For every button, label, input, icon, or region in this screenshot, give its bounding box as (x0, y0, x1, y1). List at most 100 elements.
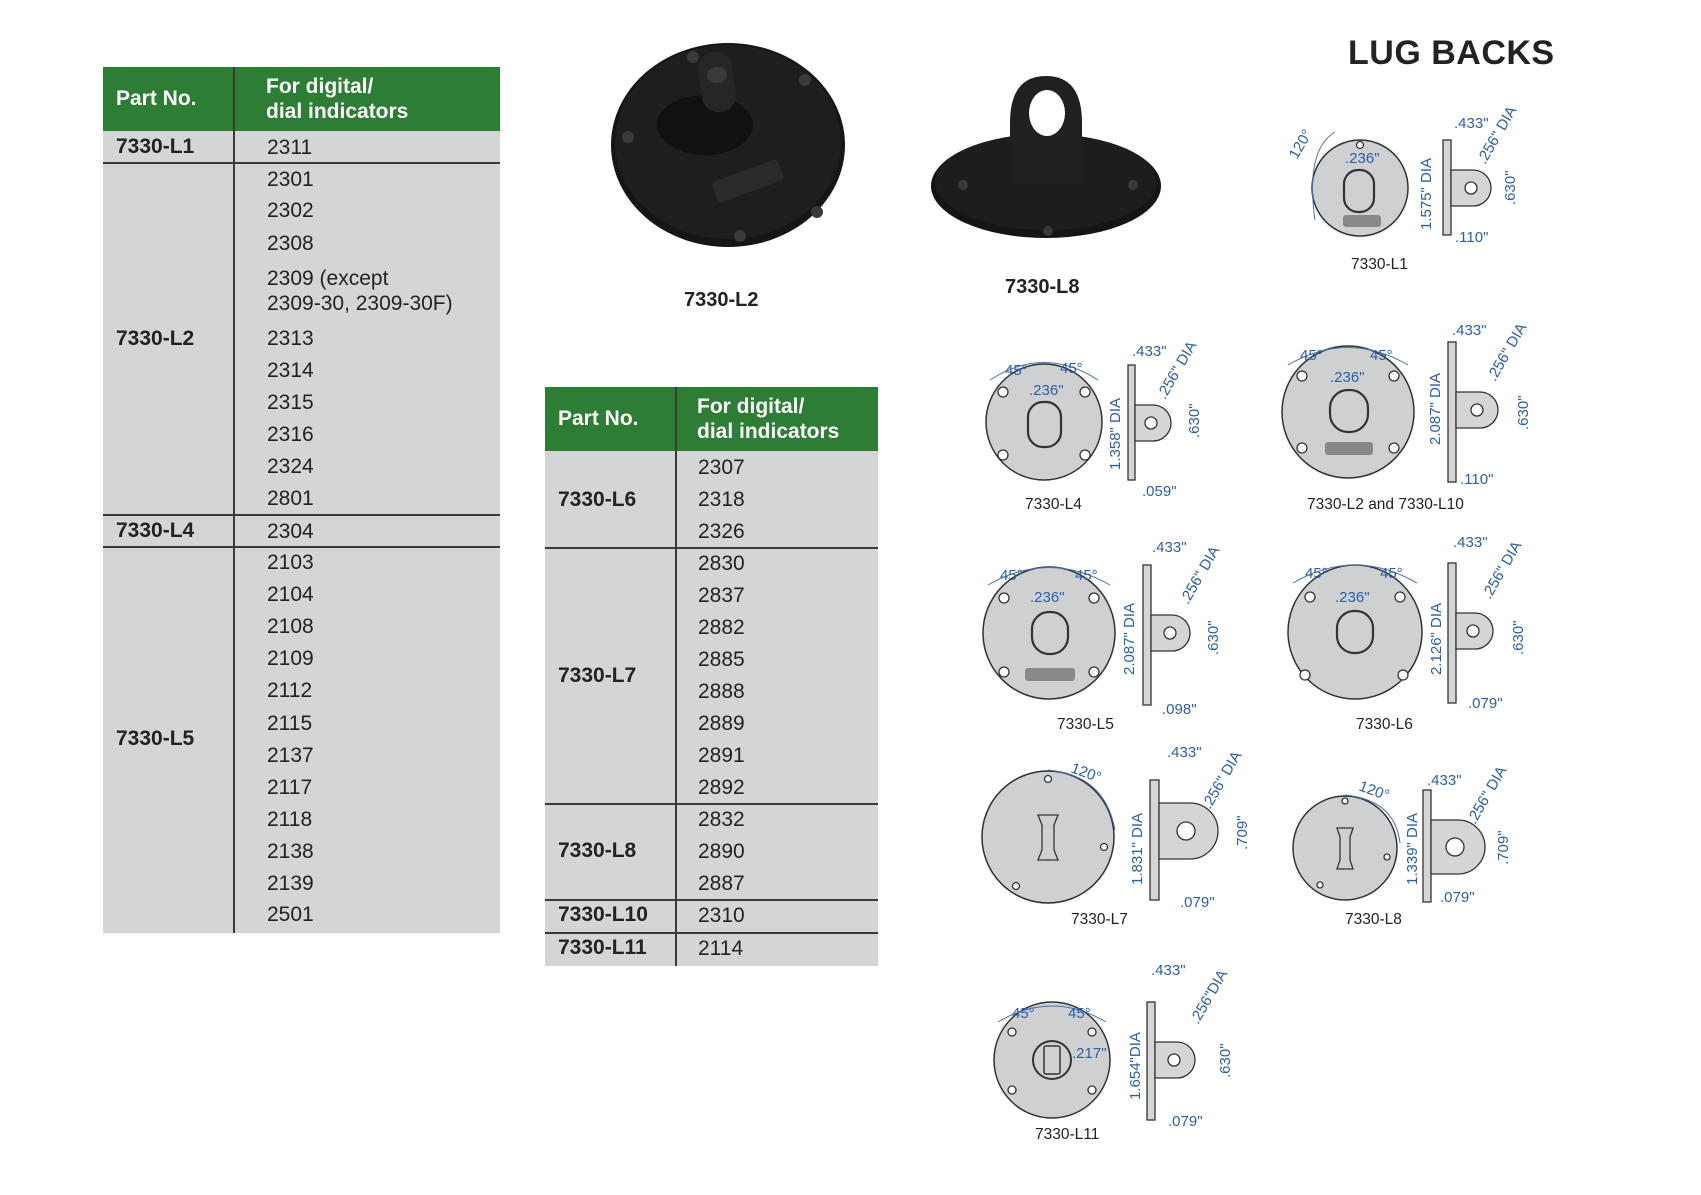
dim-height: .630" (1217, 1043, 1234, 1078)
drawing-7330-l1: 120° .236" 1.575" DIA .433" .256" DIA .6… (1286, 103, 1521, 246)
dim-hole: .256" DIA (1199, 748, 1246, 812)
dim-diameter: 1.339" DIA (1404, 813, 1421, 885)
indicator-number: 2103 (267, 551, 314, 574)
drawing-7330-l5: 45° 45° .236" 2.087" DIA .433" .256" DIA… (982, 539, 1223, 718)
drawing-caption: 7330-L8 (1345, 911, 1402, 928)
indicator-number: 2112 (267, 679, 313, 702)
dim-angle-1: 45° (1005, 362, 1028, 379)
dim-thickness: .079" (1468, 695, 1503, 712)
header-for: For digital/ dial indicators (697, 395, 840, 443)
indicator-number: 2139 (267, 872, 314, 895)
row-divider (545, 803, 878, 805)
indicator-number: 2888 (698, 680, 745, 703)
indicator-number: 2309 (except (267, 267, 389, 290)
row-divider (545, 932, 878, 934)
header-for: For digital/ dial indicators (266, 75, 409, 123)
dim-diameter: 2.087" DIA (1121, 603, 1138, 675)
part-number: 7330-L1 (116, 135, 195, 158)
drawing-caption: 7330-L7 (1071, 911, 1128, 928)
indicator-number: 2310 (698, 904, 745, 927)
indicator-number: 2885 (698, 648, 745, 671)
indicator-number: 2311 (267, 136, 313, 159)
dim-thickness: .110" (1455, 229, 1488, 246)
header-part-no: Part No. (558, 407, 639, 430)
part-number: 7330-L10 (558, 903, 648, 926)
indicator-number: 2302 (267, 199, 314, 222)
dim-width: .433" (1454, 115, 1489, 132)
drawing-caption: 7330-L4 (1025, 496, 1082, 513)
drawing-7330-l8: 120° 1.339" DIA .433" .256" DIA .709" .0… (1292, 763, 1512, 906)
indicator-number: 2889 (698, 712, 745, 735)
part-number: 7330-L4 (116, 519, 195, 542)
dim-width: .433" (1452, 322, 1487, 339)
indicator-number: 2308 (267, 232, 314, 255)
row-divider (103, 162, 500, 164)
dim-slot: .236" (1030, 589, 1065, 606)
dim-angle-1: 45° (1000, 567, 1023, 584)
indicator-number: 2801 (267, 487, 314, 510)
indicator-number: 2307 (698, 456, 745, 479)
indicator-number: 2114 (698, 937, 744, 960)
dim-slot: .236" (1330, 369, 1365, 386)
dim-angle: 120° (1286, 127, 1316, 162)
dim-angle-2: 45° (1060, 360, 1083, 377)
indicator-number: 2118 (267, 808, 313, 831)
dim-thickness: .059" (1142, 483, 1177, 500)
dim-angle-2: 45° (1068, 1005, 1091, 1022)
indicator-number: 2108 (267, 615, 314, 638)
dim-hole: .256"DIA (1187, 967, 1231, 1027)
dim-diameter: 1.831" DIA (1129, 813, 1146, 885)
dim-hole: .256" DIA (1464, 763, 1511, 827)
compatibility-table-right: Part No. For digital/ dial indicators 73… (545, 387, 878, 966)
indicator-number: 2104 (267, 583, 314, 606)
indicator-number: 2138 (267, 840, 314, 863)
dim-slot: .236" (1345, 150, 1380, 167)
dim-thickness: .079" (1440, 889, 1475, 906)
part-number: 7330-L2 (116, 327, 195, 350)
indicator-number: 2891 (698, 744, 745, 767)
drawing-caption: 7330-L5 (1057, 716, 1114, 733)
drawing-caption: 7330-L1 (1351, 256, 1408, 273)
dim-width: .433" (1453, 534, 1488, 551)
indicator-number: 2318 (698, 488, 745, 511)
dim-thickness: .110" (1460, 471, 1493, 488)
indicator-number: 2109 (267, 647, 314, 670)
drawing-7330-l2: 45° 45° .236" 2.087" DIA .433" .256" DIA… (1281, 320, 1532, 488)
dim-diameter: 1.358" DIA (1107, 398, 1124, 470)
drawing-7330-l6: 45° 45° .236" 2.126" DIA .433" .256" DIA… (1287, 534, 1527, 712)
part-number: 7330-L7 (558, 664, 637, 687)
dim-diameter: 2.126" DIA (1428, 603, 1445, 675)
dim-angle-1: 45° (1305, 565, 1328, 582)
drawing-caption: 7330-L2 and 7330-L10 (1307, 496, 1464, 513)
indicator-number: 2313 (267, 327, 314, 350)
drawing-7330-l7: 120° 1.831" DIA .433" .256" DIA .709" .0… (981, 744, 1251, 911)
part-number: 7330-L6 (558, 488, 637, 511)
indicator-number: 2882 (698, 616, 745, 639)
dim-thickness: .079" (1180, 894, 1215, 911)
indicator-number: 2326 (698, 520, 745, 543)
indicator-number: 2501 (267, 903, 314, 926)
column-divider (675, 387, 677, 966)
indicator-number: 2830 (698, 552, 745, 575)
dim-height: .630" (1510, 620, 1527, 655)
drawing-7330-l11: 45° 45° .217" 1.654"DIA .433" .256"DIA .… (993, 962, 1234, 1130)
lug-back-l8-photo (931, 76, 1161, 238)
compatibility-table-left: Part No. For digital/ dial indicators 73… (103, 67, 500, 933)
dim-slot: .236" (1029, 382, 1064, 399)
dim-width: .433" (1427, 772, 1462, 789)
dim-diameter: 1.654"DIA (1127, 1032, 1144, 1100)
dim-width: .433" (1151, 962, 1186, 979)
dim-diameter: 2.087" DIA (1427, 373, 1444, 445)
dim-angle-1: 45° (1300, 347, 1323, 364)
dim-height: .630" (1515, 395, 1532, 430)
indicator-number: 2832 (698, 808, 745, 831)
dim-slot: .217" (1072, 1045, 1107, 1062)
dim-hole: .256" DIA (1484, 320, 1531, 384)
indicator-number: 2301 (267, 168, 314, 191)
indicator-number: 2316 (267, 423, 314, 446)
page-title: LUG BACKS (1348, 34, 1555, 72)
indicator-number: 2309-30, 2309-30F) (267, 292, 453, 315)
dim-angle-2: 45° (1370, 347, 1393, 364)
dim-height: .630" (1186, 403, 1203, 438)
part-number: 7330-L5 (116, 727, 195, 750)
